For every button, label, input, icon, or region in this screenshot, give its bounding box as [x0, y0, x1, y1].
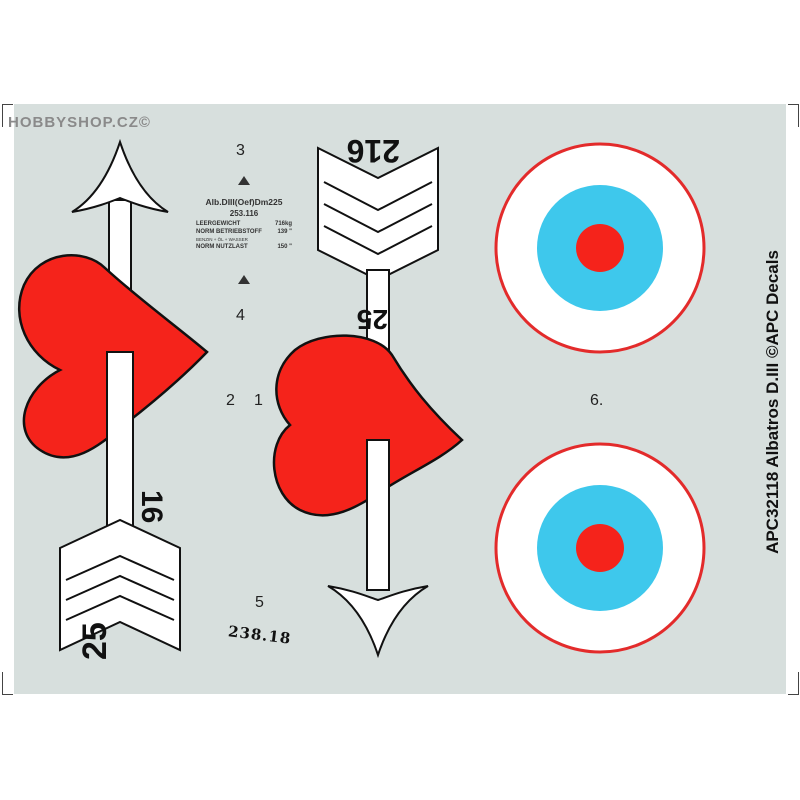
triangle-icon	[238, 275, 250, 284]
decal-number-1: 1	[254, 392, 263, 409]
crop-mark	[2, 672, 13, 695]
decal-number-4: 4	[236, 307, 245, 324]
decal-number-2: 2	[226, 392, 235, 409]
right-arrow-code: 216	[347, 133, 400, 169]
triangle-icon	[238, 176, 250, 185]
roundel-bottom	[494, 442, 706, 654]
right-heart-arrow-decal: 216 25	[272, 133, 464, 659]
stencil-row: BENZIN + ÖL + WASSER	[196, 237, 248, 242]
decal-number-5: 5	[255, 594, 264, 611]
right-arrow-head	[327, 585, 429, 659]
svg-text:25: 25	[357, 304, 388, 335]
left-heart-arrow-decal: 25 16	[18, 138, 209, 660]
decal-number-6: 6.	[590, 392, 604, 409]
stencil-title: Alb.DIII(Oef)Dm225	[205, 197, 283, 207]
left-arrow-fletching	[59, 518, 181, 652]
left-arrow-code: 25	[76, 622, 114, 660]
right-arrow-fletching	[317, 146, 439, 282]
right-arrow-shaft-lower	[366, 439, 390, 591]
crop-mark	[788, 104, 799, 127]
sheet-title: APC32118 Albatros D.III ©APC Decals	[763, 250, 782, 554]
decal-number-3: 3	[236, 142, 245, 159]
crop-mark	[2, 104, 13, 127]
roundel-top	[494, 142, 706, 354]
left-arrow-shaft-lower	[106, 351, 134, 541]
watermark: HOBBYSHOP.CZ©	[8, 114, 151, 131]
stencil-code: 253.116	[229, 208, 259, 218]
svg-text:16: 16	[135, 490, 168, 523]
left-arrow-head	[71, 138, 169, 213]
crop-mark	[788, 672, 799, 695]
